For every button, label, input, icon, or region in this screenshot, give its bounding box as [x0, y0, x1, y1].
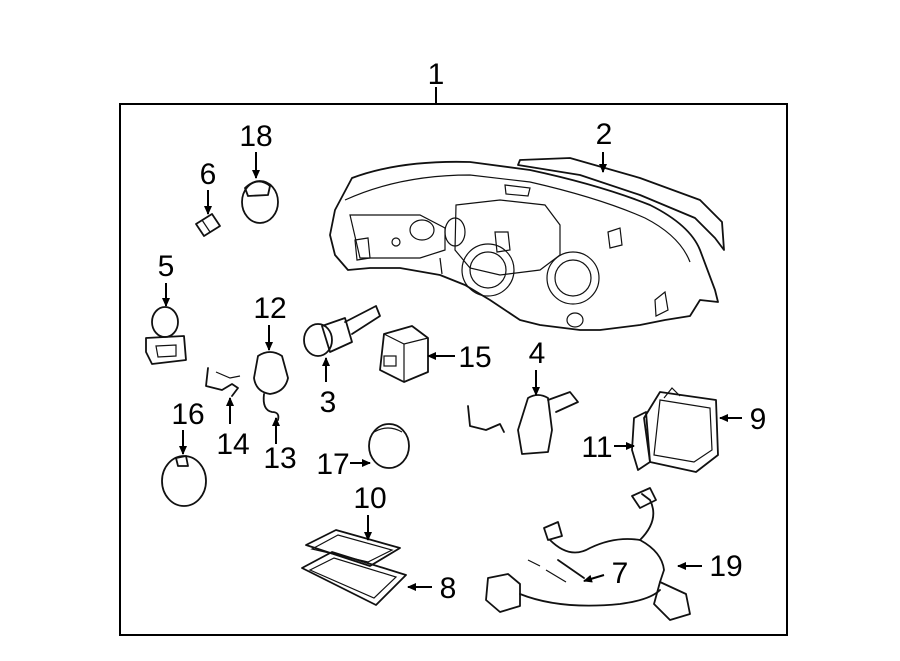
callout-15: 15: [458, 341, 491, 374]
bulb-3: [303, 305, 381, 357]
callout-10: 10: [353, 482, 386, 515]
headlamp-housing: [329, 157, 725, 331]
callout-17: 17: [316, 448, 349, 481]
callout-7: 7: [612, 557, 629, 590]
callout-18: 18: [239, 120, 272, 153]
pad-8: [301, 551, 407, 606]
cap-17: [368, 423, 410, 469]
bulb-4: [467, 391, 579, 455]
callout-3: 3: [320, 386, 337, 419]
callout-16: 16: [171, 398, 204, 431]
callout-14: 14: [216, 428, 249, 461]
ballast-9: [631, 387, 719, 473]
callout-19: 19: [709, 550, 742, 583]
module-15: [379, 325, 429, 383]
bulb-5: [145, 306, 187, 365]
callout-4: 4: [529, 337, 546, 370]
callout-13: 13: [263, 442, 296, 475]
leader-7: [583, 574, 605, 583]
callout-12: 12: [253, 292, 286, 325]
cap-16: [161, 455, 207, 507]
harness-19: [485, 487, 691, 621]
callout-1: 1: [428, 58, 445, 91]
cap-12: [253, 351, 289, 395]
callout-2: 2: [596, 118, 613, 151]
callout-11: 11: [581, 431, 612, 464]
callout-5: 5: [158, 250, 175, 283]
callout-6: 6: [200, 158, 217, 191]
pad-10: [305, 529, 401, 567]
callout-9: 9: [750, 403, 767, 436]
bulb-6: [195, 213, 221, 237]
diagram-frame: [119, 103, 788, 636]
cap-18: [241, 180, 279, 224]
callout-8: 8: [440, 572, 457, 605]
clip-14: [205, 367, 239, 397]
spring-13: [262, 393, 280, 421]
